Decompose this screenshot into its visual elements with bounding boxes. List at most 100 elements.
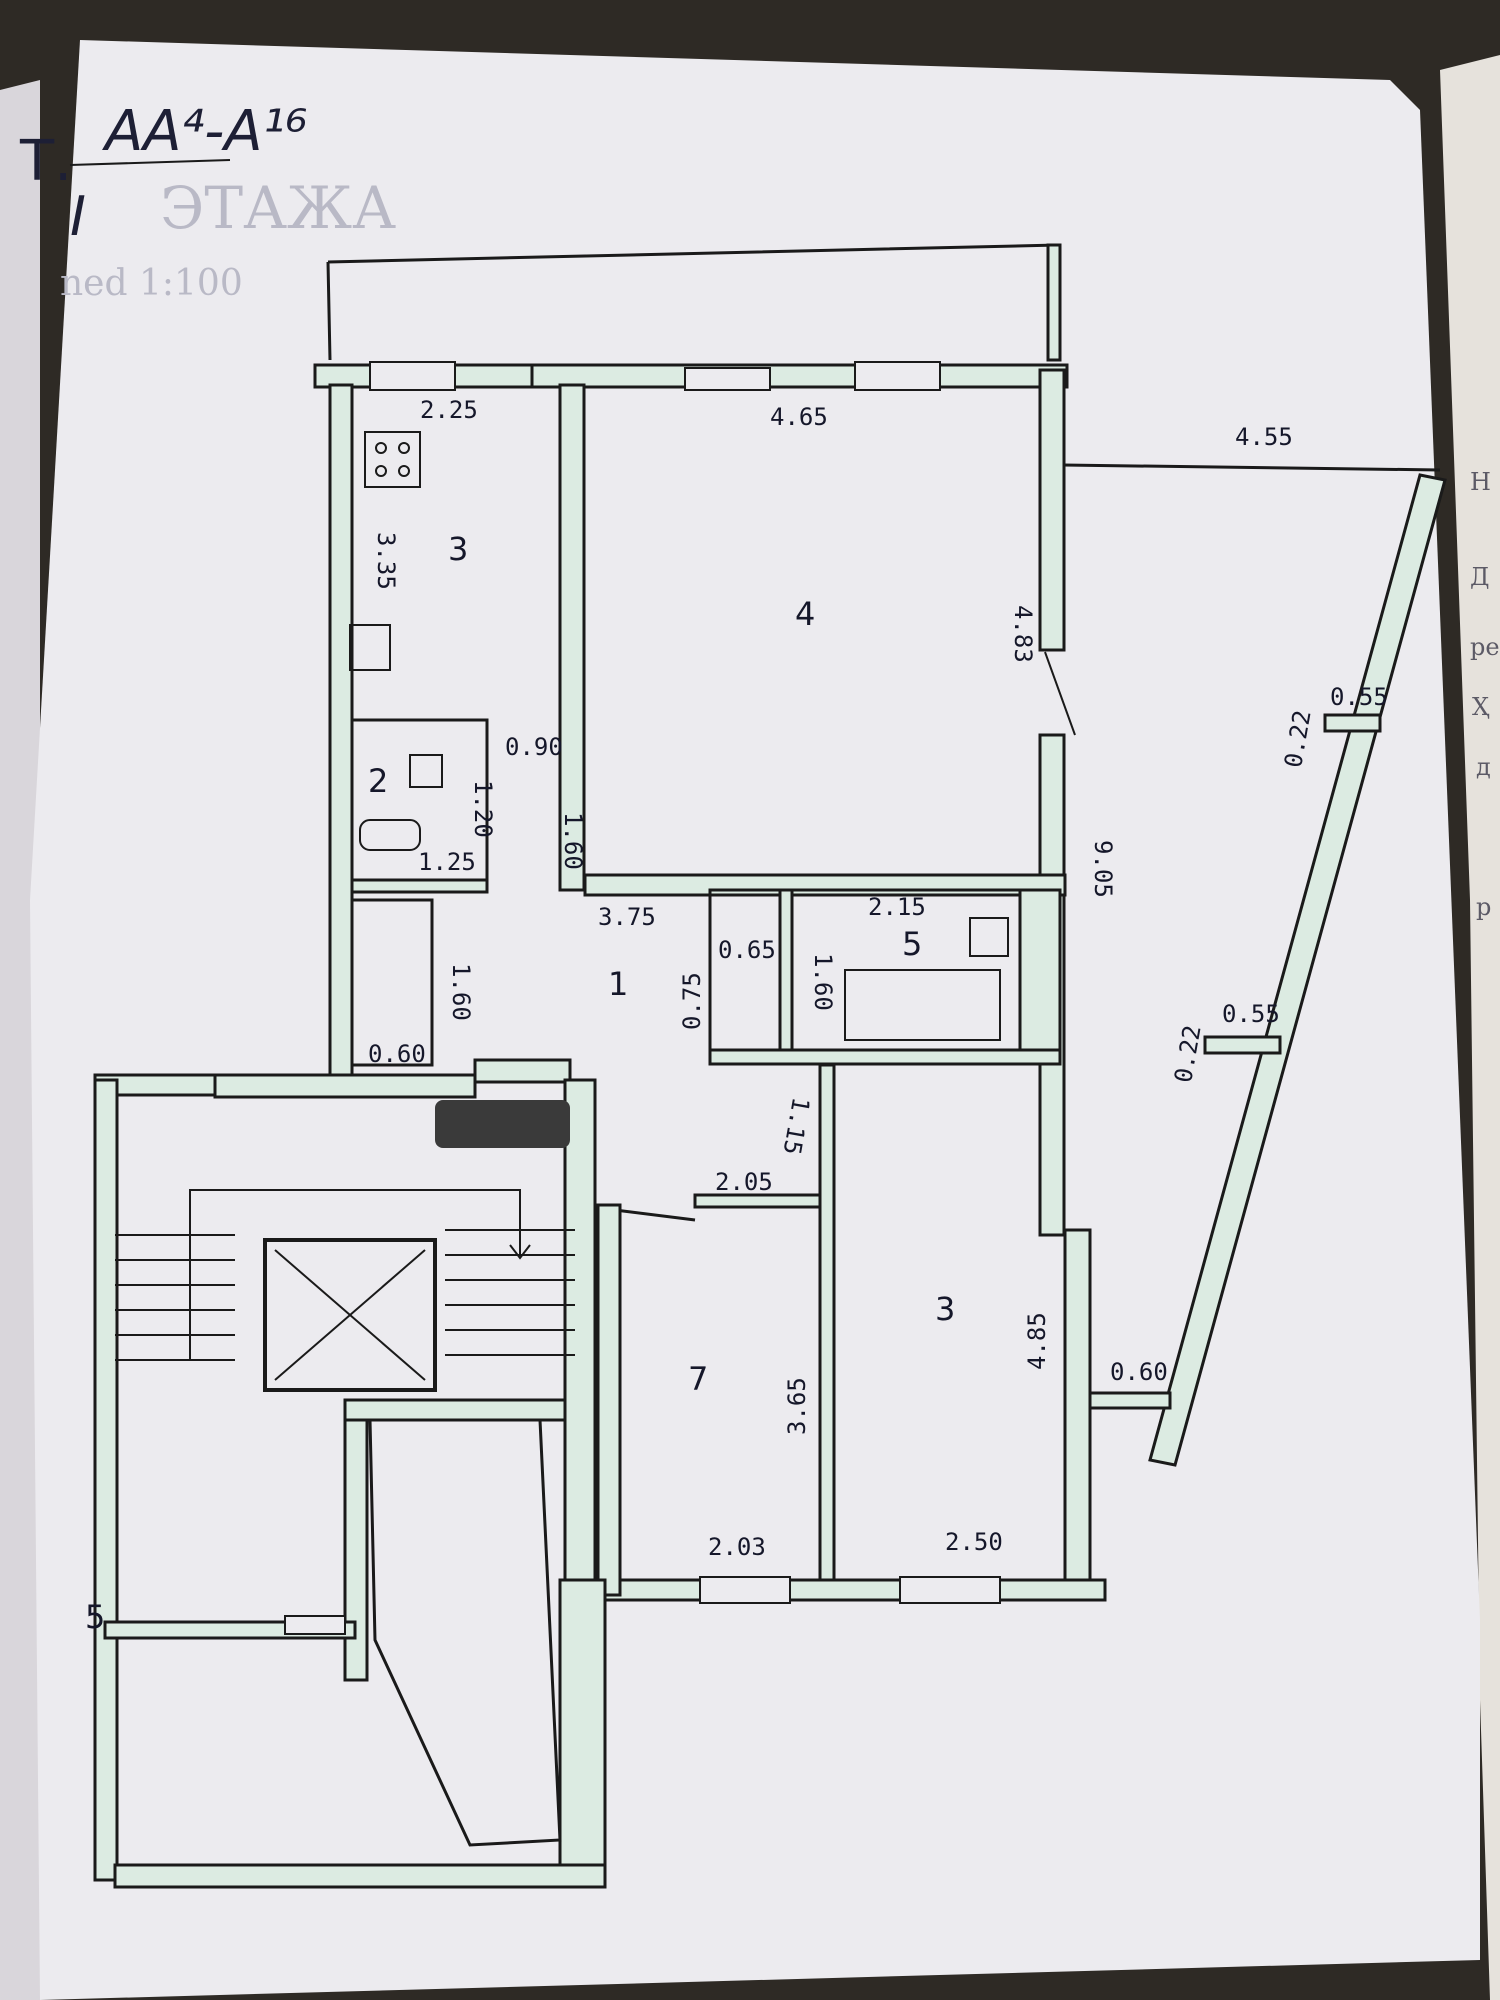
burner-icon [375, 465, 387, 477]
room-number-small: 5 [902, 925, 922, 963]
elevator-cross [274, 1249, 426, 1381]
side-letter: Ҳ [1472, 693, 1490, 721]
door-swing [1044, 651, 1076, 736]
wall-living-bottom [583, 873, 1067, 897]
sink-icon [349, 624, 391, 671]
label-prefix: Т. [19, 129, 72, 194]
wall-hall-bottom2 [473, 1058, 572, 1084]
dim-right-wall-len: 9.05 [1089, 840, 1117, 898]
dim-closet-height: 1.60 [447, 963, 475, 1021]
stamp-text: ЭТАЖА [160, 174, 396, 242]
dim-kitchen-width: 2.25 [420, 396, 478, 424]
wall-hall-bottom [213, 1073, 477, 1099]
stair-direction-arrow [189, 1189, 531, 1360]
wall-top-living [530, 363, 1069, 389]
wall-bedrooms-divider [818, 1063, 836, 1597]
dim-living-height: 4.83 [1009, 605, 1037, 663]
wall-living-right-upper [1038, 368, 1066, 652]
dim-living-width: 4.65 [770, 403, 828, 431]
window [684, 367, 771, 391]
dim-small-width: 2.15 [868, 893, 926, 921]
stair-treads-left [115, 1234, 235, 1361]
dim-corridor-height: 1.60 [559, 812, 587, 870]
side-letter: Д [1470, 563, 1490, 591]
room-number-bed-right: 3 [935, 1290, 955, 1328]
stair-inner-wall [343, 1418, 369, 1682]
wall-bottom [598, 1578, 1107, 1602]
dim-bed-left-bottom: 2.03 [708, 1533, 766, 1561]
side-page-text: Н Д ре Ҳ д р [1470, 468, 1500, 921]
right-page [1440, 55, 1500, 2000]
window [699, 1576, 791, 1604]
dim-bed-right-height: 4.85 [1023, 1312, 1051, 1370]
side-letter: р [1476, 893, 1491, 921]
balcony-post [1046, 243, 1062, 362]
stair-mid-wall [343, 1398, 567, 1422]
dim-balcony-end: 0.60 [1110, 1358, 1168, 1386]
paper-sheet [30, 40, 1480, 2000]
wall-bed-left-left [596, 1203, 622, 1597]
dim-small-height: 1.60 [809, 953, 837, 1011]
bathtub [844, 969, 1001, 1041]
dimension-labels: 2.25 3.35 4.65 4.83 4.55 0.90 1.20 1.25 … [368, 396, 1388, 1561]
wall-kitchen-living [558, 383, 586, 892]
window [899, 1576, 1001, 1604]
stove-icon [364, 431, 421, 488]
redacted-patch [435, 1100, 570, 1148]
sink [969, 917, 1009, 957]
elevator-shaft [263, 1238, 437, 1392]
window [284, 1615, 346, 1635]
dim-bath-door: 0.90 [505, 733, 563, 761]
room-number-stair: 5 [85, 1598, 105, 1636]
scale-text: ned 1:100 [60, 263, 243, 304]
side-letter: д [1476, 753, 1491, 781]
small-room-divider [778, 888, 794, 1057]
balcony-rib [1203, 1035, 1282, 1055]
dim-bed-right-bottom: 2.50 [945, 1528, 1003, 1556]
dim-bath-width: 1.25 [418, 848, 476, 876]
header: Т. АА⁴-А¹⁶ I ЭТАЖА ned 1:100 [19, 99, 396, 304]
dim-balcony-width: 4.55 [1235, 423, 1293, 451]
dim-bed-left-height: 3.65 [783, 1377, 811, 1435]
dim-bed-left-top: 2.05 [715, 1168, 773, 1196]
toilet-icon [359, 819, 421, 851]
kitchen-fixtures [349, 431, 443, 851]
balcony-rib [1088, 1391, 1172, 1410]
dim-kitchen-height: 3.35 [372, 532, 400, 590]
wall-left [328, 383, 354, 1077]
dim-balcony-side1: 0.55 [1330, 683, 1388, 711]
sink-icon [409, 754, 443, 788]
balcony-dim-line [1062, 463, 1441, 472]
wall-bed-left-top [693, 1193, 822, 1209]
side-letter: Н [1470, 468, 1491, 496]
dim-small-left-width: 0.65 [718, 936, 776, 964]
room-number-kitchen: 3 [448, 530, 468, 568]
closet-outline [350, 898, 434, 1067]
dim-closet-width: 0.60 [368, 1040, 426, 1068]
header-underline [69, 159, 231, 166]
side-letter: ре [1470, 633, 1500, 661]
room-number-living: 4 [795, 595, 815, 633]
door-line [614, 1208, 696, 1222]
room-number-bathroom: 2 [368, 762, 388, 800]
burner-icon [398, 442, 410, 454]
window [369, 361, 456, 391]
stair-wall-right-lower [558, 1578, 607, 1882]
stair-wall-left [93, 1078, 119, 1882]
left-page-edge [0, 80, 40, 2000]
small-room-bottom [708, 1048, 1062, 1066]
dim-bath-height: 1.20 [469, 780, 497, 838]
handwritten-code: АА⁴-А¹⁶ [102, 99, 307, 164]
wall-bath-bottom [350, 878, 489, 894]
small-room-right [1018, 888, 1062, 1057]
floor-numeral: I [70, 185, 86, 248]
dim-hall-width: 3.75 [598, 903, 656, 931]
dim-small-left-height: 0.75 [678, 972, 706, 1030]
room-numbers: 3 2 4 1 5 7 3 5 [85, 530, 955, 1636]
window [854, 361, 941, 391]
burner-icon [375, 442, 387, 454]
dim-balcony-side2: 0.55 [1222, 1000, 1280, 1028]
balcony-rib [1323, 713, 1382, 733]
stair-treads-right [445, 1229, 575, 1356]
